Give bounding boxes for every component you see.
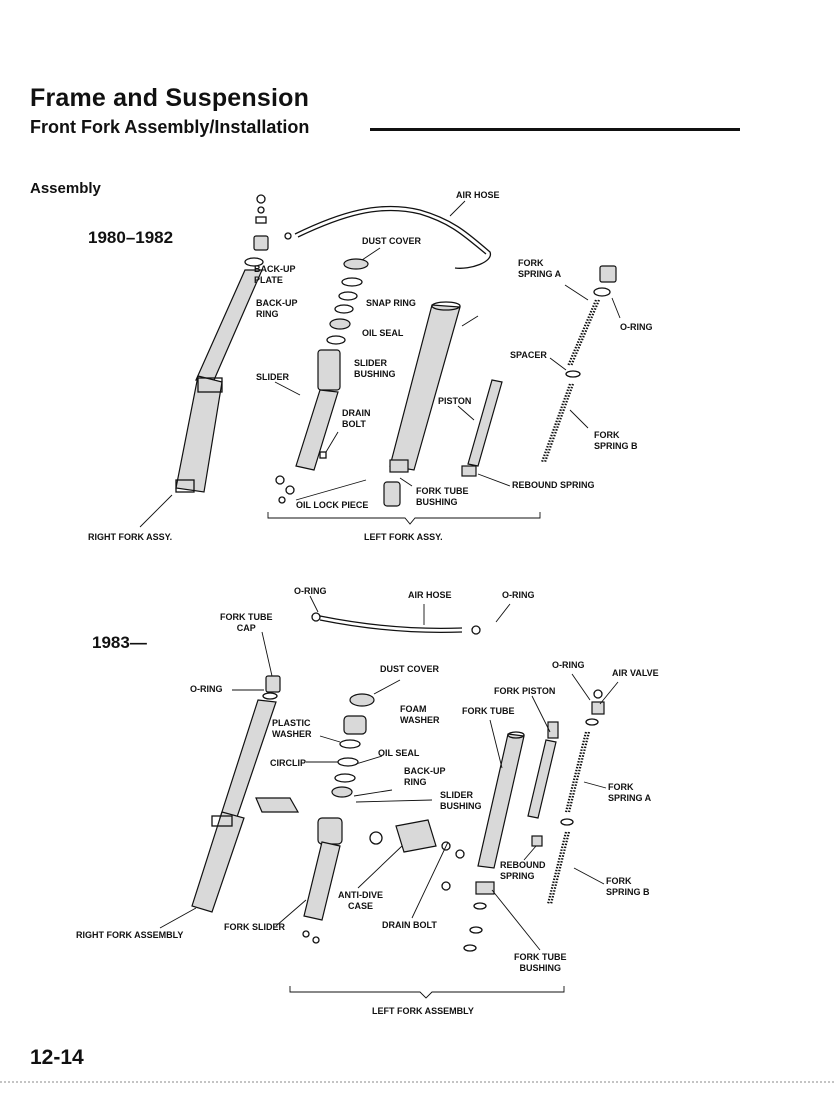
seal-stack-1980 xyxy=(326,247,381,345)
air-hose-1983 xyxy=(319,615,463,630)
label-oil-lock-piece-1980: OIL LOCK PIECE xyxy=(296,500,369,510)
year-label-1983: 1983— xyxy=(92,633,147,652)
anti-dive-case-1983 xyxy=(357,819,465,919)
subtitle-rule xyxy=(370,128,740,131)
piston-1980 xyxy=(457,379,511,487)
label-spacer-1980: SPACER xyxy=(510,350,547,360)
diagram-1983-artwork xyxy=(159,595,619,999)
label-fork-spring-b-1983: FORK SPRING B xyxy=(606,876,650,897)
label-drain-bolt-1983: DRAIN BOLT xyxy=(382,920,437,930)
label-back-up-plate-1980: BACK-UP PLATE xyxy=(254,264,296,285)
label-o-ring-right-1983: O-RING xyxy=(502,590,535,600)
label-piston-1980: PISTON xyxy=(438,396,472,406)
left-fork-tube-1980 xyxy=(383,301,479,507)
label-fork-spring-a-1980: FORK SPRING A xyxy=(518,258,562,279)
page-title: Frame and Suspension xyxy=(30,84,310,112)
label-slider-bushing-1980: SLIDER BUSHING xyxy=(354,358,396,379)
label-oil-seal-1983: OIL SEAL xyxy=(378,748,420,758)
left-fork-brace-1983 xyxy=(289,986,565,999)
label-fork-slider-1983: FORK SLIDER xyxy=(224,922,286,932)
bolts-1980 xyxy=(275,475,413,504)
fork-slider-1983 xyxy=(275,817,343,944)
label-foam-washer-1983: FOAM WASHER xyxy=(400,704,440,725)
left-fork-brace-1980 xyxy=(267,512,541,525)
label-o-ring-1980: O-RING xyxy=(620,322,653,332)
label-slider-bushing-1983: SLIDER BUSHING xyxy=(440,790,482,811)
label-left-fork-assembly-1983: LEFT FORK ASSEMBLY xyxy=(372,1006,474,1016)
label-rebound-spring-1983: REBOUND SPRING xyxy=(500,860,546,881)
label-o-ring-left-1983: O-RING xyxy=(294,586,327,596)
label-anti-dive-case-1983: ANTI-DIVE CASE xyxy=(338,890,383,911)
springs-1983 xyxy=(546,673,619,905)
label-back-up-ring-1983: BACK-UP RING xyxy=(404,766,446,787)
label-right-fork-assy-1980: RIGHT FORK ASSY. xyxy=(88,532,173,542)
year-label-1980: 1980–1982 xyxy=(88,228,174,247)
label-drain-bolt-1980: DRAIN BOLT xyxy=(342,408,371,429)
right-fork-assy-drawing xyxy=(139,194,269,528)
label-air-hose-1983: AIR HOSE xyxy=(408,590,452,600)
label-slider-1980: SLIDER xyxy=(256,372,290,382)
right-fork-assembly-drawing xyxy=(159,631,300,929)
seal-stack-1983 xyxy=(306,679,433,803)
label-air-valve-1983: AIR VALVE xyxy=(612,668,659,678)
label-right-fork-assembly-1983: RIGHT FORK ASSEMBLY xyxy=(76,930,184,940)
label-back-up-ring-1980: BACK-UP RING xyxy=(256,298,298,319)
label-oil-seal-1980: OIL SEAL xyxy=(362,328,404,338)
label-fork-tube-cap-1983: FORK TUBE CAP xyxy=(220,612,273,633)
label-fork-tube-bushing-1980: FORK TUBE BUSHING xyxy=(416,486,469,507)
label-snap-ring-1980: SNAP RING xyxy=(366,298,416,308)
label-air-hose-1980: AIR HOSE xyxy=(456,190,500,200)
label-rebound-spring-1980: REBOUND SPRING xyxy=(512,480,595,490)
diagram-1980-artwork xyxy=(139,194,621,528)
page-number: 12-14 xyxy=(30,1046,84,1069)
slider-1980 xyxy=(274,349,341,471)
label-plastic-washer-1983: PLASTIC WASHER xyxy=(272,718,312,739)
page-subtitle: Front Fork Assembly/Installation xyxy=(30,117,310,137)
label-fork-tube-bushing-1983: FORK TUBE BUSHING xyxy=(514,952,567,973)
fork-piston-1983 xyxy=(523,695,559,861)
label-o-ring-cap-1983: O-RING xyxy=(190,684,223,694)
label-o-ring-valve-1983: O-RING xyxy=(552,660,585,670)
section-heading: Assembly xyxy=(30,180,101,197)
springs-1980 xyxy=(540,265,621,463)
label-dust-cover-1983: DUST COVER xyxy=(380,664,440,674)
air-hose-1980 xyxy=(294,205,491,269)
left-fork-tube-1983 xyxy=(463,719,541,952)
label-left-fork-assy-1980: LEFT FORK ASSY. xyxy=(364,532,443,542)
label-fork-piston-1983: FORK PISTON xyxy=(494,686,556,696)
label-circlip-1983: CIRCLIP xyxy=(270,758,306,768)
label-fork-spring-a-1983: FORK SPRING A xyxy=(608,782,652,803)
label-fork-spring-b-1980: FORK SPRING B xyxy=(594,430,638,451)
label-fork-tube-1983: FORK TUBE xyxy=(462,706,515,716)
label-dust-cover-1980: DUST COVER xyxy=(362,236,422,246)
